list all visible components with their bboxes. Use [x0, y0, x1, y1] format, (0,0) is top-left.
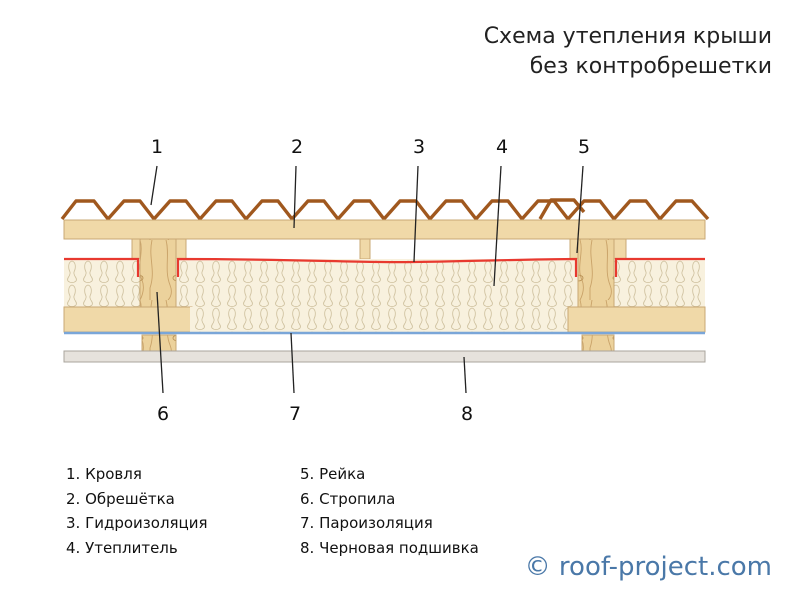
legend-column-left: 1. Кровля 2. Обрешётка 3. Гидроизоляция … [66, 462, 208, 560]
callout-7: 7 [289, 403, 301, 425]
waterproofing-membrane [64, 257, 705, 277]
legend-item-2: 2. Обрешётка [66, 489, 175, 508]
leader-8 [463, 356, 467, 394]
callout-5: 5 [578, 136, 590, 158]
battens-board [63, 219, 706, 240]
block-under-left [141, 334, 177, 352]
block-under-right [581, 334, 615, 352]
rafter-right [577, 238, 615, 308]
title-line-2: без контробрешетки [529, 54, 772, 79]
callout-2: 2 [291, 136, 303, 158]
callout-4: 4 [496, 136, 508, 158]
legend-item-7: 7. Пароизоляция [300, 514, 433, 532]
leader-7 [290, 332, 295, 394]
legend-item-5: 5. Рейка [300, 465, 366, 483]
rafter-left [139, 238, 177, 308]
leader-2 [293, 165, 297, 229]
copyright-link[interactable]: © roof-project.com [524, 552, 772, 582]
rail-small-2 [359, 238, 371, 260]
leader-lines [150, 165, 584, 394]
leader-6 [156, 291, 164, 394]
roofing-profile [60, 199, 710, 221]
diagram-title: Схема утепления крыши без контробрешетки [484, 22, 772, 82]
legend-item-6: 6. Стропила [300, 489, 396, 508]
lower-board-left [63, 306, 193, 333]
leader-3 [413, 165, 419, 263]
rough-lining [63, 350, 706, 363]
callout-1: 1 [151, 136, 163, 158]
callout-6: 6 [157, 403, 169, 425]
roofing-overlap [538, 198, 586, 220]
legend-column-right: 5. Рейка 6. Стропила 7. Пароизоляция 8. … [300, 462, 479, 560]
leader-1 [150, 165, 158, 206]
insulation-lower [190, 307, 568, 332]
callout-8: 8 [461, 403, 473, 425]
legend-item-1: 1. Кровля [66, 465, 142, 483]
title-line-1: Схема утепления крыши [483, 24, 772, 49]
callout-3: 3 [413, 136, 425, 158]
legend-item-8: 8. Черновая подшивка [300, 538, 479, 557]
legend-item-3: 3. Гидроизоляция [66, 514, 208, 532]
lower-board-right [567, 306, 706, 333]
leader-4 [493, 165, 502, 287]
legend-item-4: 4. Утеплитель [66, 538, 178, 557]
leader-5 [576, 165, 584, 254]
legend: 1. Кровля 2. Обрешётка 3. Гидроизоляция … [66, 462, 546, 562]
